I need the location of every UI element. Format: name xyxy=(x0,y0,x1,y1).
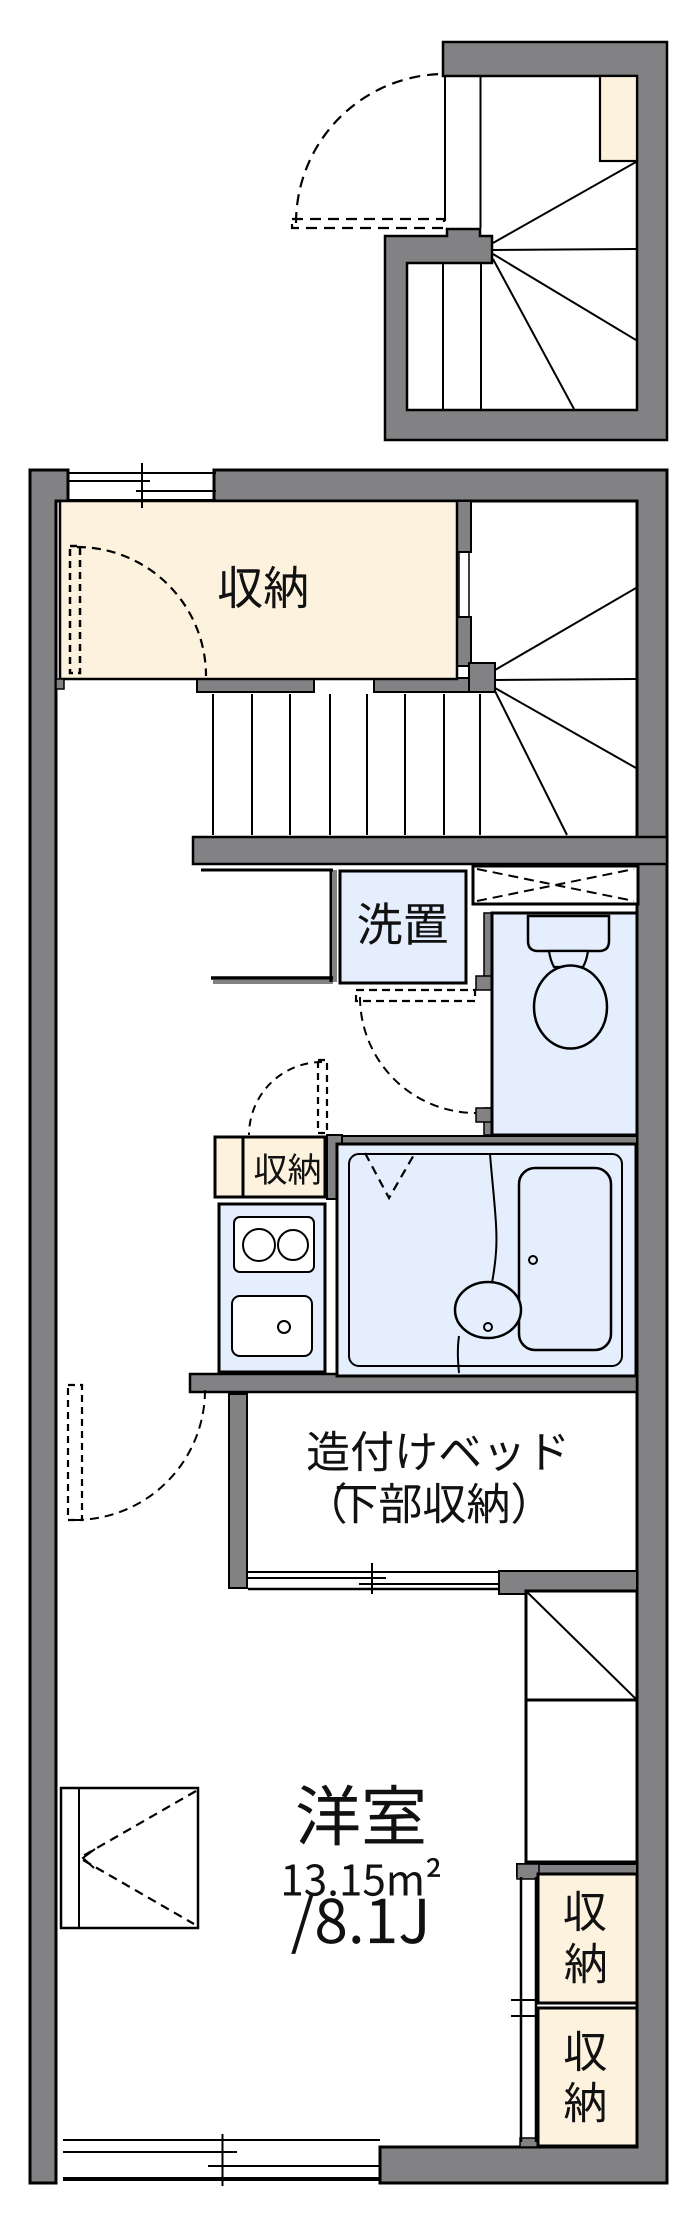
toilet-door xyxy=(354,988,477,1114)
stair-winder-line xyxy=(494,587,637,671)
upper-stair-winder-line xyxy=(492,253,637,341)
hanging-cupboard-x xyxy=(476,868,635,902)
hall-storage-door-jamb xyxy=(55,678,65,690)
storage-stair-wall-lower xyxy=(456,616,472,667)
room-closet-door-dash xyxy=(82,1790,197,1857)
kitchen-storage-label xyxy=(254,1153,320,1185)
western-room-name-label xyxy=(297,1784,424,1846)
built-in-bed-label-line2 xyxy=(334,1482,524,1524)
closet-door-block-top xyxy=(516,1863,540,1880)
wall-storage-lower-char1 xyxy=(564,2030,607,2072)
toilet-bowl xyxy=(532,964,609,1050)
hall-storage-door xyxy=(68,544,208,677)
wall-storage-upper-char1 xyxy=(564,1890,606,1932)
upper-entry-door-leaf xyxy=(290,217,446,230)
wall-storage-lower-box xyxy=(536,2006,639,2148)
laundry-box xyxy=(338,869,468,985)
bathtub xyxy=(517,1166,613,1352)
window-top xyxy=(68,463,216,508)
western-room-door xyxy=(66,1383,206,1522)
stove-burner-left xyxy=(242,1228,276,1262)
stove-burner-right xyxy=(277,1229,309,1261)
bath-folding-door xyxy=(364,1152,416,1201)
hall-storage-label xyxy=(218,565,307,609)
kitchen-storage-box xyxy=(213,1135,327,1199)
bath-shower-line xyxy=(489,1153,498,1284)
corner-shelf-lower xyxy=(524,1698,639,1864)
toilet-door-jamb-bottom xyxy=(475,1107,493,1123)
toilet-tank xyxy=(526,914,611,953)
western-room-area-tatami-label xyxy=(291,1895,425,1954)
sink-drain xyxy=(277,1320,291,1334)
kitchen-sink xyxy=(231,1295,313,1357)
stair-winder-line xyxy=(494,687,637,769)
bed-left-wall xyxy=(228,1393,248,1589)
stair-bottom-wall xyxy=(191,835,669,866)
stair-newel-block xyxy=(468,662,496,693)
wall-storage-upper-box xyxy=(536,1872,639,2005)
window-bottom xyxy=(63,2134,380,2186)
hall-storage-room xyxy=(58,499,459,681)
upper-landing-walls xyxy=(383,40,669,442)
bath-washbasin xyxy=(453,1280,523,1340)
outer-wall-left xyxy=(28,468,70,2185)
upper-stair-winder-line xyxy=(492,248,637,251)
wall-storage-lower-char2 xyxy=(564,2081,605,2123)
stair-winder-line xyxy=(494,678,637,681)
room-labels xyxy=(218,565,607,2123)
upper-shoe-cabinet xyxy=(598,74,639,163)
storage-stair-wall-upper xyxy=(456,500,472,553)
upper-floor-landing xyxy=(290,40,669,442)
wall-storage-upper-char2 xyxy=(565,1942,605,1984)
wall-storage-lower-label xyxy=(564,2030,607,2123)
laundry-label xyxy=(358,902,447,945)
stair-winder-line xyxy=(494,690,568,836)
wall-storage-upper-label xyxy=(564,1890,606,1984)
washroom-door xyxy=(248,1058,329,1136)
upper-stair-winder-line xyxy=(492,258,575,410)
laundry-nook-wall-gray-v xyxy=(333,870,337,982)
bathtub-drain xyxy=(528,1255,538,1265)
bath-floor-line xyxy=(456,1335,460,1374)
room-closet-door-dash xyxy=(82,1859,195,1925)
western-room-area-sqm-label xyxy=(284,1857,440,1897)
laundry-nook-wall-gray-h xyxy=(213,980,333,984)
main-floor xyxy=(28,463,669,2186)
bath-washbasin-drain xyxy=(483,1322,493,1332)
built-in-bed-label-line1 xyxy=(307,1430,565,1472)
room-closet-arrow xyxy=(81,1848,96,1869)
upper-stair-winder-line xyxy=(492,161,637,244)
bath-unit-outline xyxy=(348,1153,623,1367)
window-bed-bottom xyxy=(248,1563,499,1594)
corner-shelf-diagonal xyxy=(526,1591,637,1700)
toilet-door-jamb-top xyxy=(475,975,493,991)
upper-entry-door-swing-arc xyxy=(294,72,446,224)
